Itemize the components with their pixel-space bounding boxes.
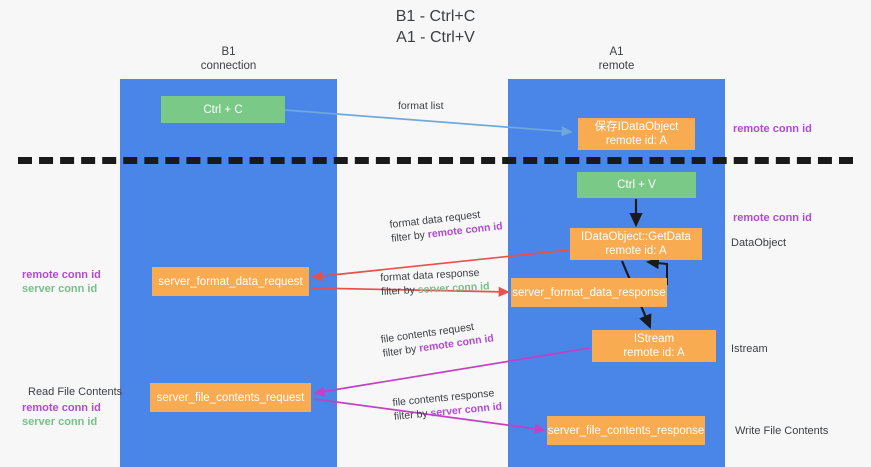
filter-key-server-conn-id: server conn id [417,279,490,296]
node-ctrl-v-label: Ctrl + V [617,179,656,191]
node-save-idataobject-sublabel: remote id: A [605,135,668,147]
annotation-read-file-contents: Read File Contents [28,386,123,398]
annotation-istream: Istream [731,343,768,355]
swimlane-header-b1-subtitle: connection [200,60,257,72]
edge-label-format-list: format list [398,100,444,114]
swimlane-header-a1-subtitle: remote [598,60,635,72]
annotation-dataobject: DataObject [731,237,787,249]
edge-label-format-data-request: format data request filter by remote con… [389,206,503,246]
node-server-format-data-response[interactable]: server_format_data_response [511,278,667,307]
node-idataobject-getdata[interactable]: IDataObject::GetData remote id: A [570,228,702,260]
node-istream[interactable]: IStream remote id: A [592,330,716,362]
node-istream-label: IStream [633,333,675,345]
node-ctrl-c[interactable]: Ctrl + C [161,96,285,123]
annotation-remote-conn-id-left-1: remote conn id [22,269,101,281]
filter-prefix: filter by [390,228,429,245]
node-save-idataobject[interactable]: 保存IDataObject remote id: A [578,118,695,150]
swimlane-header-a1: A1 remote [508,45,725,73]
annotation-server-conn-id-left-2: server conn id [22,416,98,428]
node-idataobject-getdata-sublabel: remote id: A [605,245,667,257]
node-server-file-contents-response[interactable]: server_file_contents_response [547,416,705,445]
node-server-format-data-request-label: server_format_data_request [158,275,303,288]
node-ctrl-v[interactable]: Ctrl + V [577,172,696,198]
title-line-1: B1 - Ctrl+C [395,8,476,25]
node-server-file-contents-response-label: server_file_contents_response [547,424,705,437]
node-save-idataobject-label: 保存IDataObject [594,121,679,133]
filter-prefix: filter by [393,406,432,423]
annotation-remote-conn-id-top: remote conn id [733,123,812,135]
filter-prefix: filter by [380,283,419,298]
node-idataobject-getdata-label: IDataObject::GetData [581,231,691,243]
page-title: B1 - Ctrl+C A1 - Ctrl+V [0,6,871,48]
node-ctrl-c-label: Ctrl + C [203,103,243,116]
annotation-server-conn-id-left-1: server conn id [22,283,98,295]
swimlane-header-b1: B1 connection [120,45,337,73]
edge-label-format-data-response: format data response filter by server co… [380,266,490,299]
title-line-2: A1 - Ctrl+V [396,29,475,46]
edge-label-format-list-text: format list [398,100,444,112]
annotation-left-conn-ids-1: remote conn id server conn id [22,268,101,296]
annotation-remote-conn-id-left-2: remote conn id [22,402,101,414]
annotation-write-file-contents: Write File Contents [735,425,829,437]
annotation-remote-conn-id-mid: remote conn id [733,212,812,224]
edge-label-file-contents-response: file contents response filter by server … [392,387,503,424]
annotation-left-conn-ids-2: remote conn id server conn id [22,401,101,429]
swimlane-header-a1-name: A1 [609,46,624,58]
swimlane-header-b1-name: B1 [221,46,236,58]
node-server-file-contents-request[interactable]: server_file_contents_request [150,383,311,412]
node-server-format-data-request[interactable]: server_format_data_request [152,267,309,296]
node-server-file-contents-request-label: server_file_contents_request [156,391,305,404]
edge-label-file-contents-request: file contents request filter by remote c… [380,318,495,360]
node-istream-sublabel: remote id: A [623,347,685,359]
node-server-format-data-response-label: server_format_data_response [512,286,666,299]
phase-divider-dashed-line [18,157,853,164]
